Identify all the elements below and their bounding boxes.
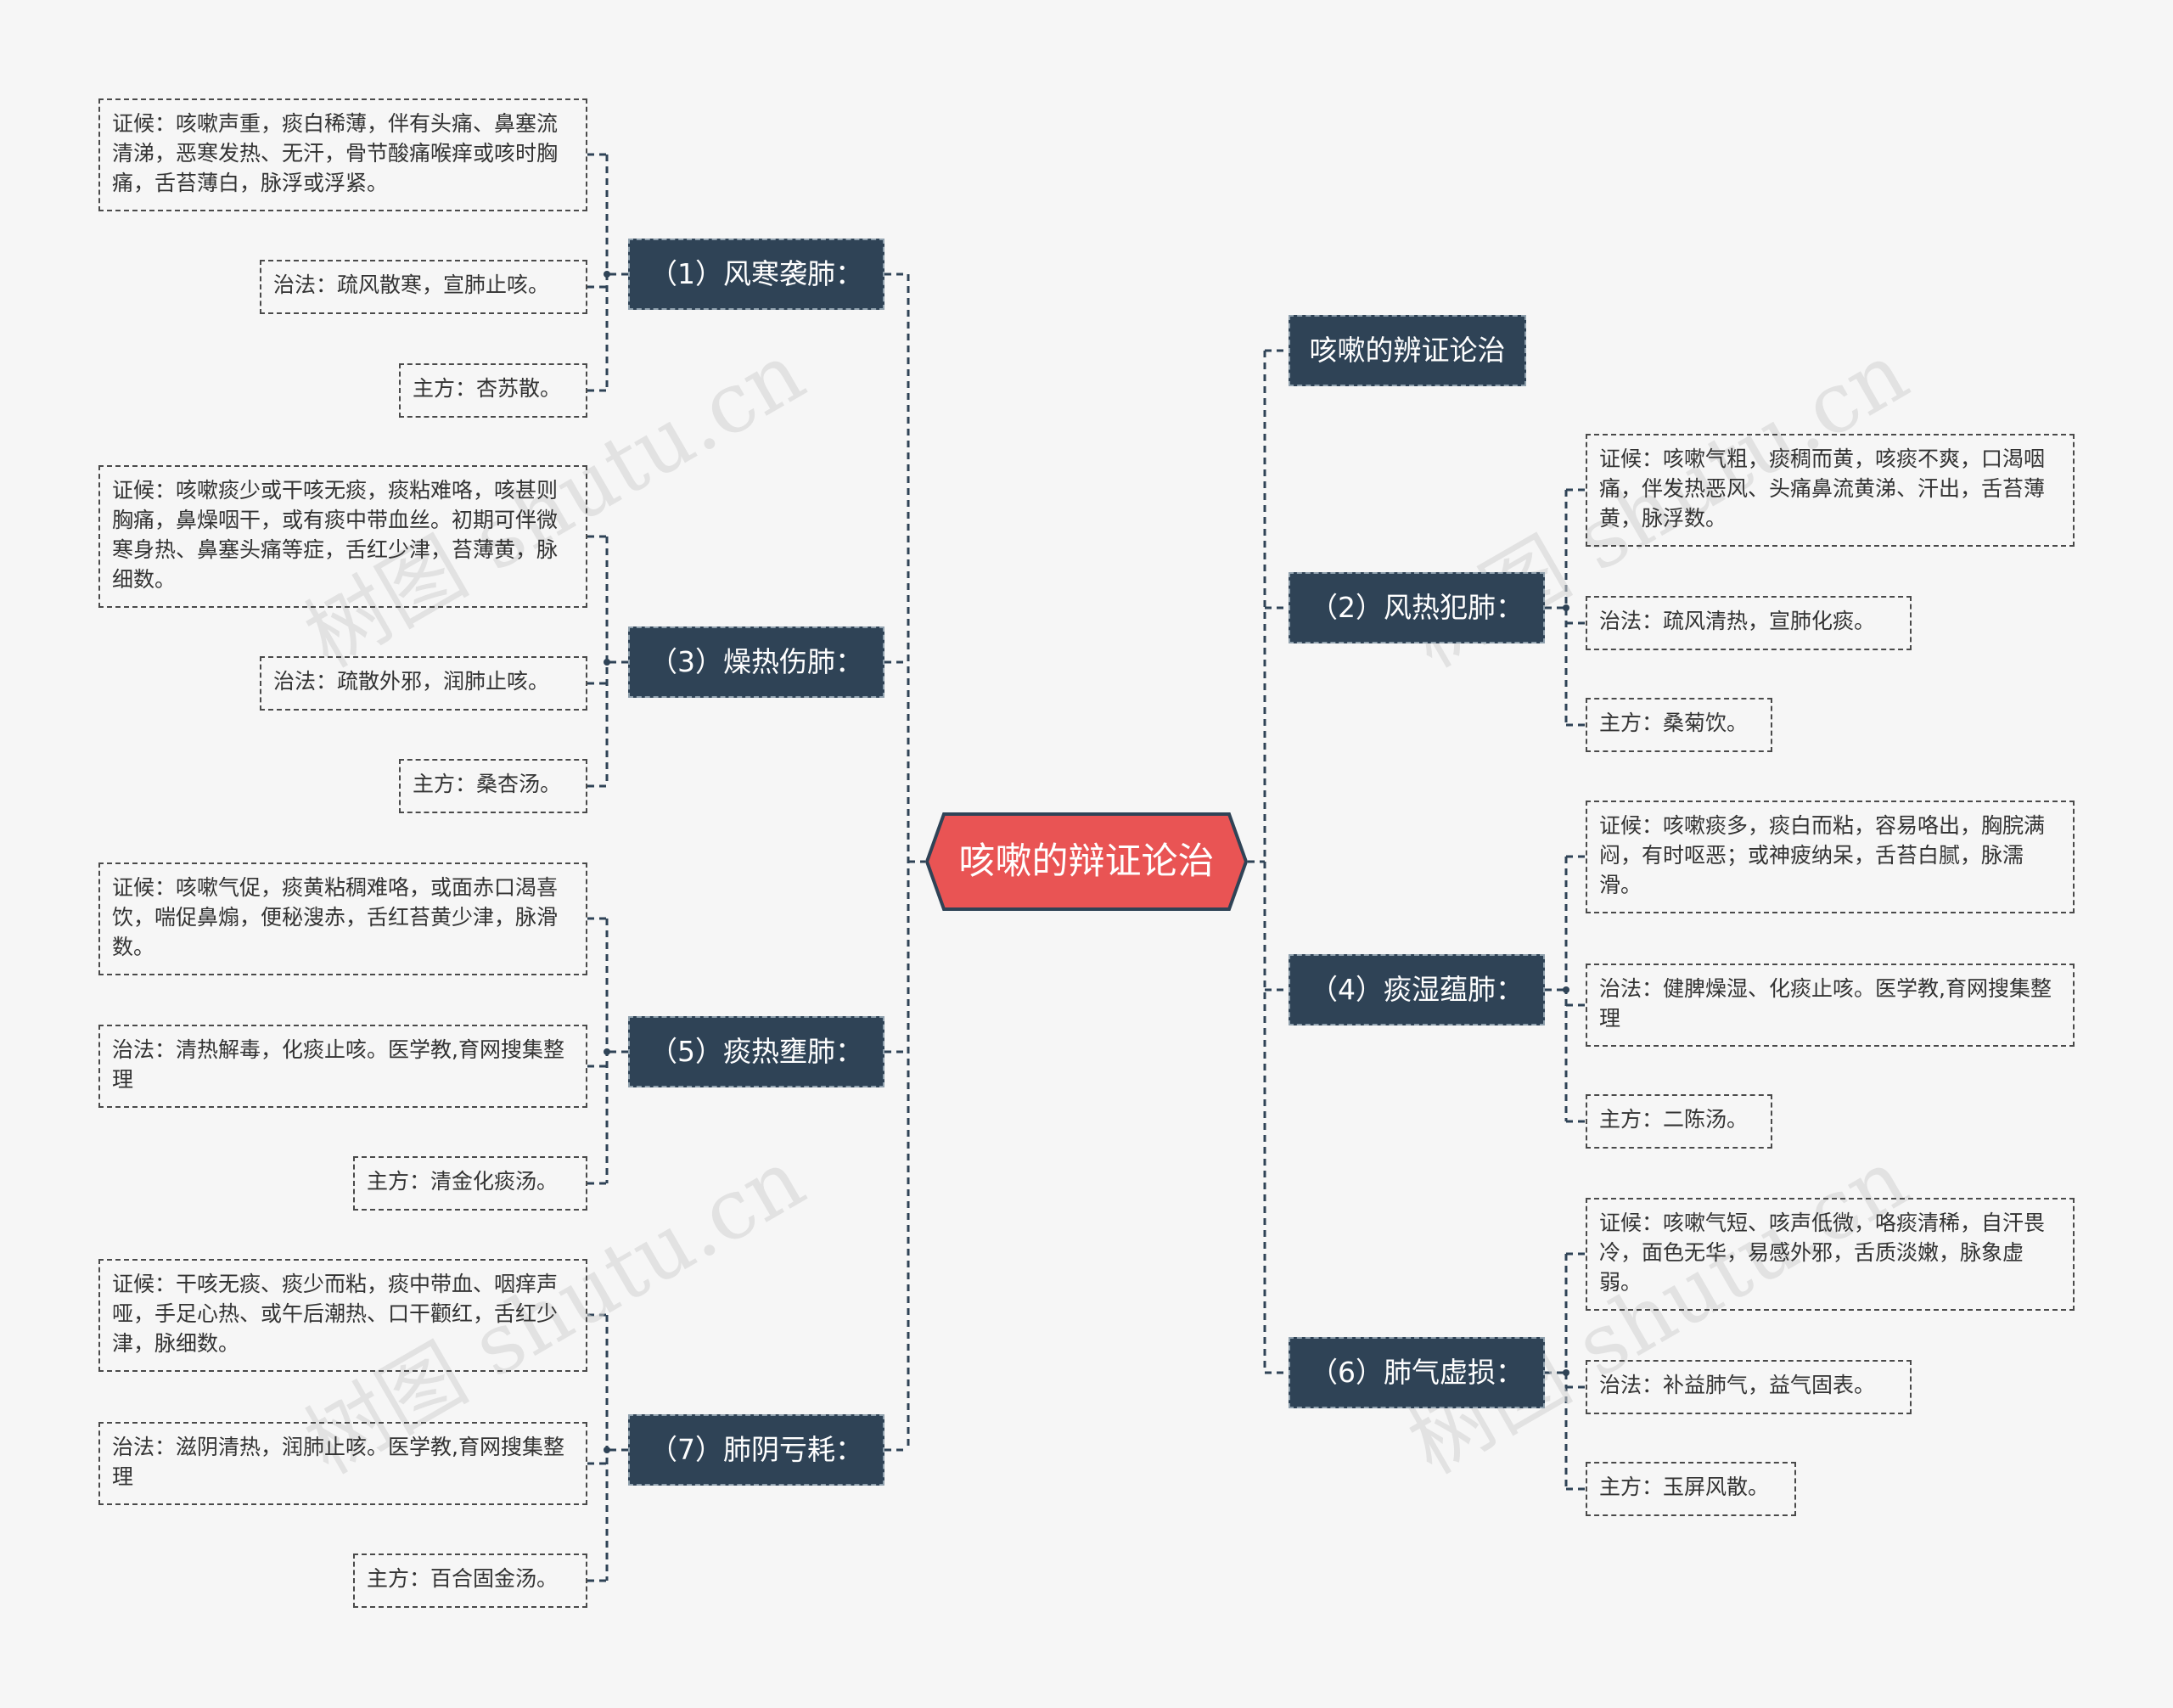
treatment-leaf[interactable]: 治法：滋阴清热，润肺止咳。医学教,育网搜集整理: [98, 1422, 587, 1505]
syndrome-leaf[interactable]: 证候：咳嗽气粗，痰稠而黄，咳痰不爽，口渴咽痛，伴发热恶风、头痛鼻流黄涕、汗出，舌…: [1586, 434, 2075, 547]
syndrome-leaf[interactable]: 证候：咳嗽声重，痰白稀薄，伴有头痛、鼻塞流清涕，恶寒发热、无汗，骨节酸痛喉痒或咳…: [98, 98, 587, 211]
formula-leaf[interactable]: 主方：二陈汤。: [1586, 1094, 1772, 1149]
connector-dot: [604, 1048, 610, 1055]
connector-dot: [1563, 1369, 1569, 1376]
branch-node-phlegm-damp[interactable]: （4）痰湿蕴肺：: [1289, 954, 1545, 1025]
connector-dot: [1563, 604, 1569, 611]
formula-leaf[interactable]: 主方：清金化痰汤。: [353, 1156, 587, 1211]
syndrome-leaf[interactable]: 证候：咳嗽痰多，痰白而粘，容易咯出，胸脘满闷，有时呕恶；或神疲纳呆，舌苔白腻，脉…: [1586, 801, 2075, 913]
connector-dot: [1563, 986, 1569, 993]
formula-leaf[interactable]: 主方：桑杏汤。: [399, 759, 587, 813]
branch-node-lung-qi[interactable]: （6）肺气虚损：: [1289, 1337, 1545, 1408]
formula-leaf[interactable]: 主方：桑菊饮。: [1586, 698, 1772, 752]
branch-node-overview[interactable]: 咳嗽的辨证论治: [1289, 315, 1526, 386]
center-node-shape: [925, 812, 1248, 911]
treatment-leaf[interactable]: 治法：疏风清热，宣肺化痰。: [1586, 596, 1912, 650]
syndrome-leaf[interactable]: 证候：咳嗽气短、咳声低微，咯痰清稀，自汗畏冷，面色无华，易感外邪，舌质淡嫩，脉象…: [1586, 1198, 2075, 1311]
syndrome-leaf[interactable]: 证候：咳嗽气促，痰黄粘稠难咯，或面赤口渴喜饮，喘促鼻煽，便秘溲赤，舌红苔黄少津，…: [98, 862, 587, 975]
center-node[interactable]: 咳嗽的辩证论治: [958, 840, 1215, 883]
branch-node-wind-cold[interactable]: （1）风寒袭肺：: [628, 239, 884, 310]
branch-node-lung-yin[interactable]: （7）肺阴亏耗：: [628, 1414, 884, 1486]
connector-dot: [604, 659, 610, 666]
branch-node-phlegm-heat[interactable]: （5）痰热壅肺：: [628, 1016, 884, 1087]
treatment-leaf[interactable]: 治法：补益肺气，益气固表。: [1586, 1360, 1912, 1414]
syndrome-leaf[interactable]: 证候：干咳无痰、痰少而粘，痰中带血、咽痒声哑，手足心热、或午后潮热、口干颧红，舌…: [98, 1259, 587, 1372]
branch-node-dry-heat[interactable]: （3）燥热伤肺：: [628, 626, 884, 698]
formula-leaf[interactable]: 主方：玉屏风散。: [1586, 1462, 1796, 1516]
treatment-leaf[interactable]: 治法：健脾燥湿、化痰止咳。医学教,育网搜集整理: [1586, 964, 2075, 1047]
formula-leaf[interactable]: 主方：杏苏散。: [399, 363, 587, 418]
branch-node-wind-heat[interactable]: （2）风热犯肺：: [1289, 572, 1545, 643]
syndrome-leaf[interactable]: 证候：咳嗽痰少或干咳无痰，痰粘难咯，咳甚则胸痛，鼻燥咽干，或有痰中带血丝。初期可…: [98, 465, 587, 608]
connector-dot: [604, 1447, 610, 1453]
treatment-leaf[interactable]: 治法：疏散外邪，润肺止咳。: [260, 656, 587, 711]
treatment-leaf[interactable]: 治法：清热解毒，化痰止咳。医学教,育网搜集整理: [98, 1025, 587, 1108]
treatment-leaf[interactable]: 治法：疏风散寒，宣肺止咳。: [260, 260, 587, 314]
formula-leaf[interactable]: 主方：百合固金汤。: [353, 1553, 587, 1608]
connector-dot: [604, 271, 610, 278]
